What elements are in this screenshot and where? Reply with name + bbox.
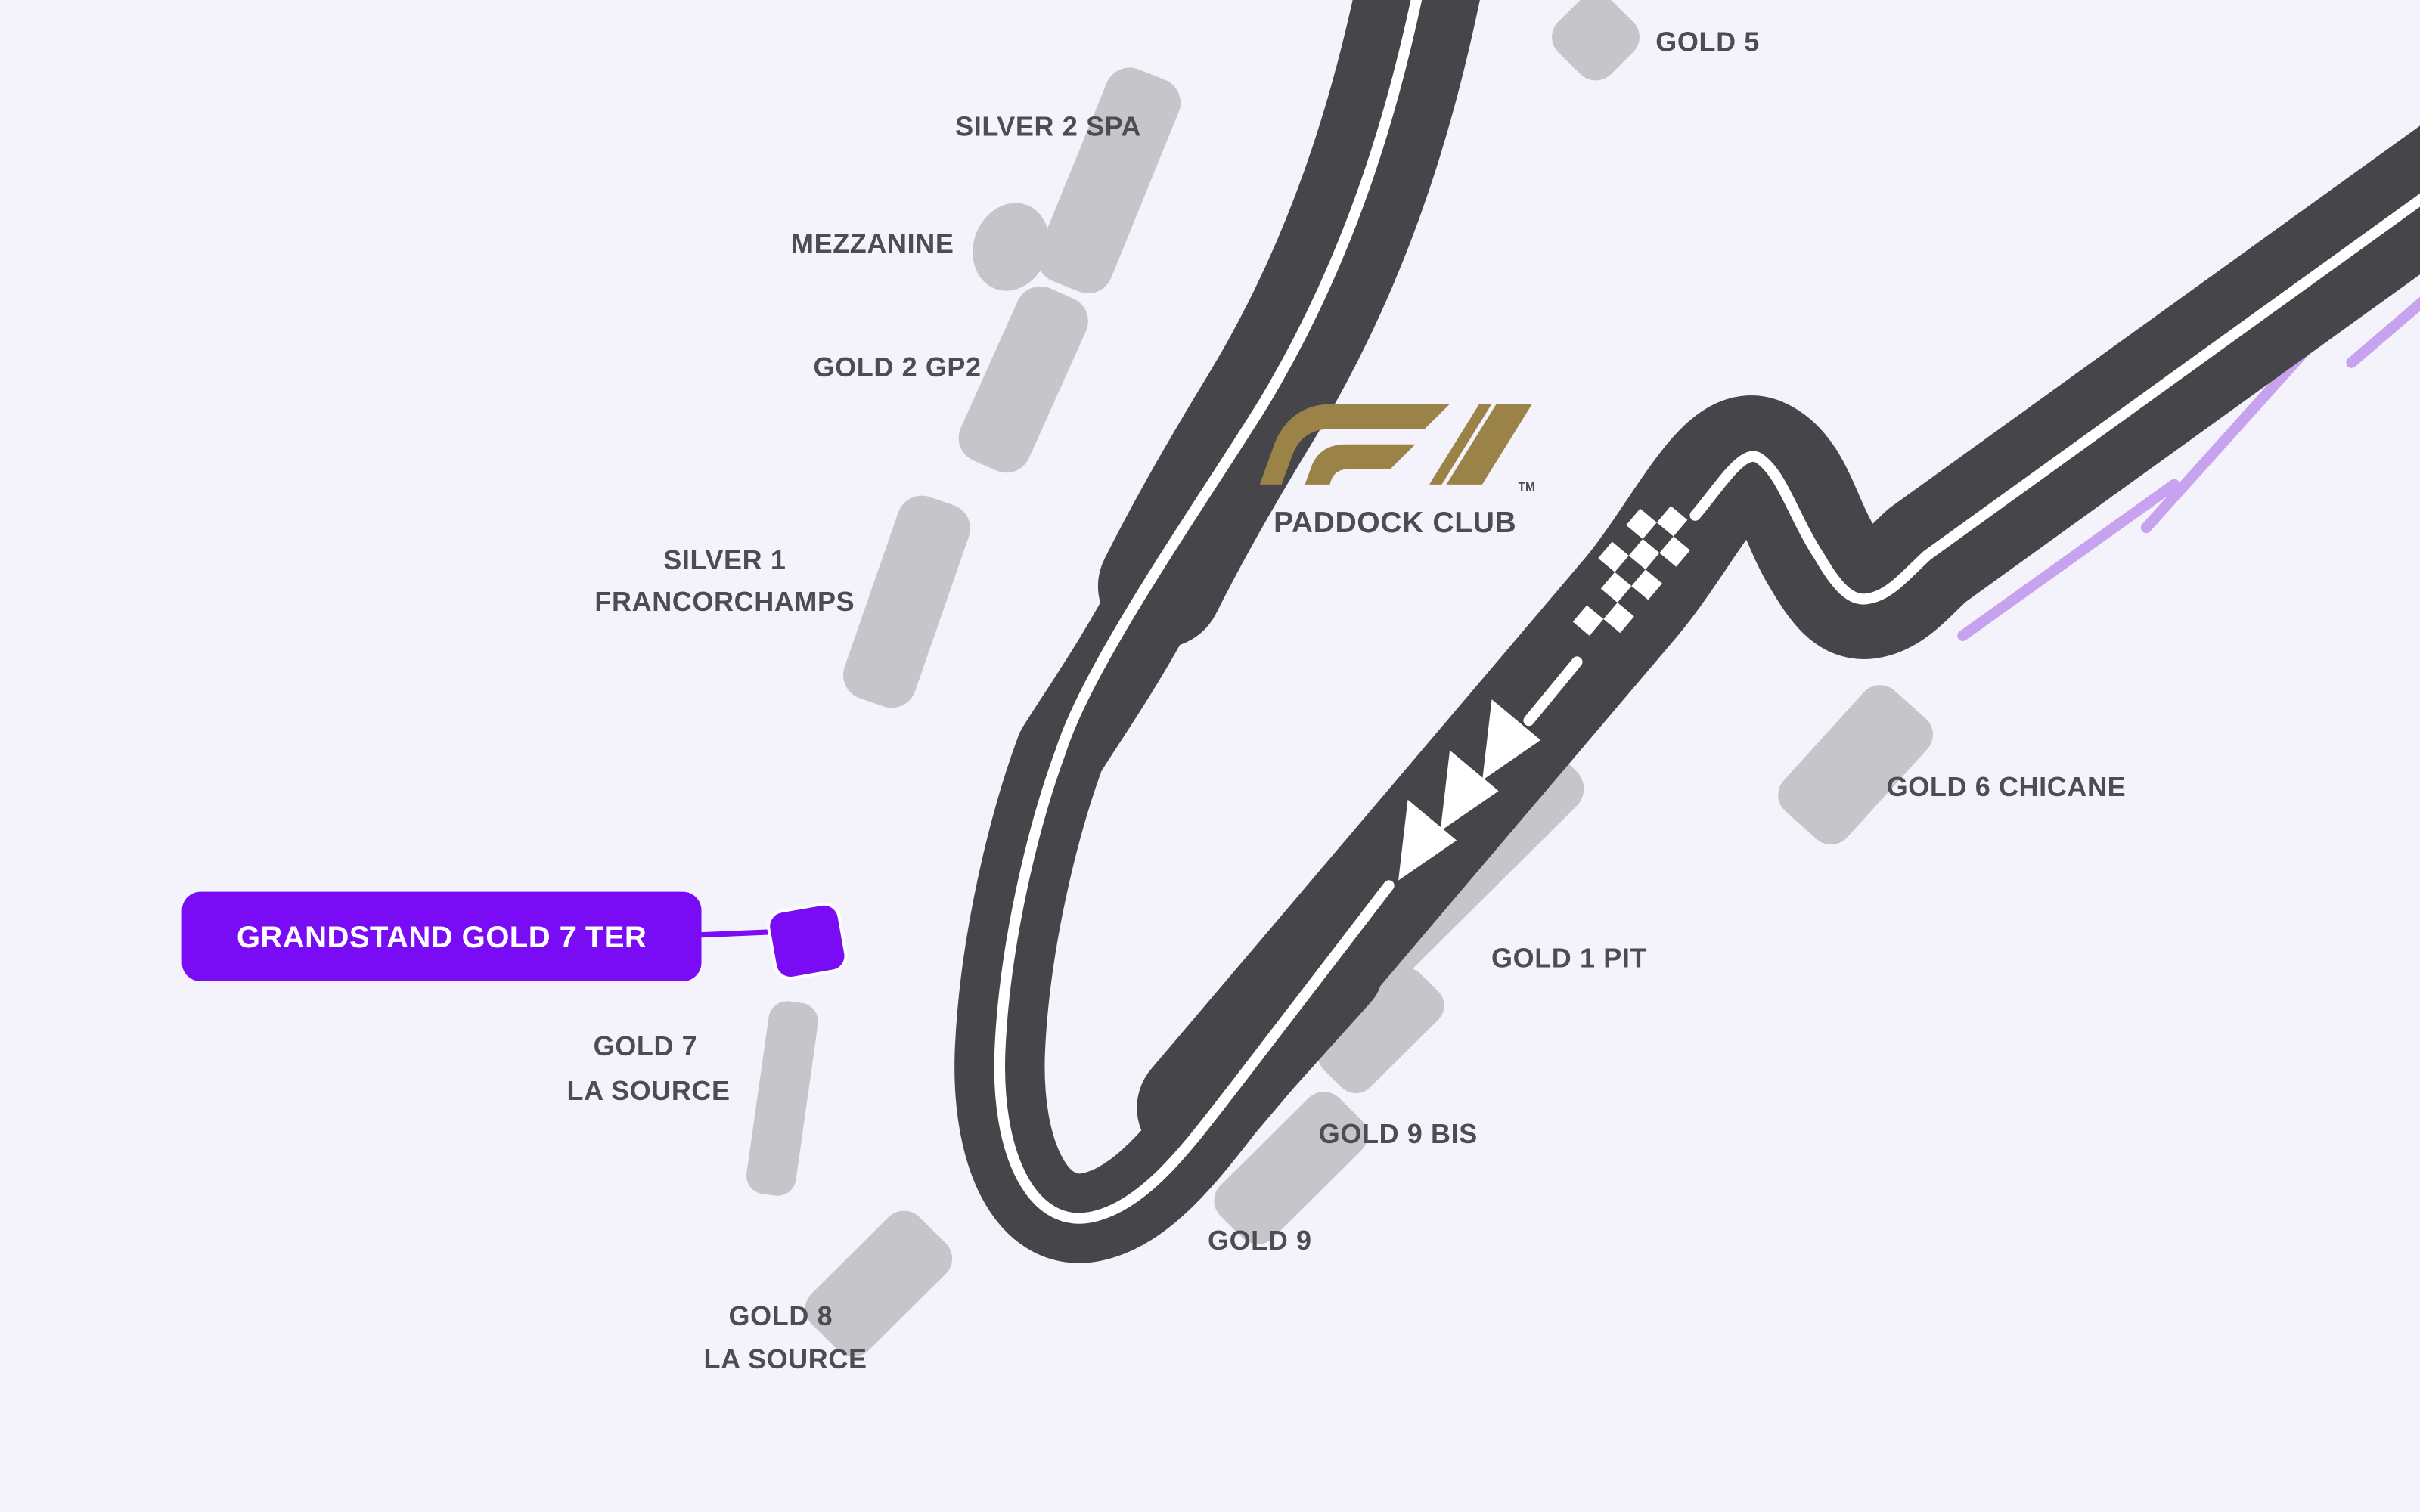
trademark-label: TM xyxy=(1519,481,1535,494)
checker-square xyxy=(1656,506,1688,537)
checker-square xyxy=(1600,572,1632,603)
label-gold-8-la-source: LA SOURCE xyxy=(703,1344,867,1374)
grandstand-gold-9-bis[interactable] xyxy=(1310,959,1453,1101)
label-silver-2-spa: SILVER 2 SPA xyxy=(955,112,1141,142)
grandstand-gold-7-la-source[interactable] xyxy=(744,999,821,1198)
kerb-stripe xyxy=(1957,479,2180,641)
chevron-arrow-icon xyxy=(1482,699,1541,780)
tooltip-bubble xyxy=(182,891,702,981)
f1-logo-mid-bar xyxy=(1305,444,1416,485)
label-mezzanine: MEZZANINE xyxy=(791,229,954,259)
chevron-arrow-icon xyxy=(1398,799,1457,881)
label-silver-1-francorchamps: FRANCORCHAMPS xyxy=(594,587,855,617)
track-center-line-chicane xyxy=(1689,193,2420,605)
label-gold-7-la-source: LA SOURCE xyxy=(567,1076,731,1106)
tooltip-leader-line xyxy=(701,929,775,938)
start-finish-checkered-line xyxy=(1572,506,1690,636)
label-gold-6-chicane: GOLD 6 CHICANE xyxy=(1887,772,2127,802)
label-gold-1-pit: GOLD 1 PIT xyxy=(1491,943,1647,974)
label-gold-8: GOLD 8 xyxy=(729,1301,833,1331)
f1-paddock-club-logo: TM PADDOCK CLUB xyxy=(1259,404,1535,539)
selection: GRANDSTAND GOLD 7 TER xyxy=(182,891,849,981)
grandstand-silver-1-francorchamps[interactable] xyxy=(836,489,977,714)
paddock-club-label: PADDOCK CLUB xyxy=(1274,507,1516,539)
grandstand-gold-6-chicane[interactable] xyxy=(1769,676,1942,853)
label-gold-7: GOLD 7 xyxy=(594,1031,698,1061)
label-silver-1: SILVER 1 xyxy=(663,545,786,575)
track-center-line xyxy=(994,0,1423,1224)
grandstand-silver-2-spa[interactable] xyxy=(1030,60,1188,301)
checker-square xyxy=(1598,541,1629,572)
checker-square xyxy=(1631,569,1662,600)
grandstand-gold-8-la-source[interactable] xyxy=(796,1202,961,1365)
label-gold-2-gp2: GOLD 2 GP2 xyxy=(814,352,982,383)
grandstand-gold-5[interactable] xyxy=(1543,0,1649,89)
label-gold-9-bis: GOLD 9 BIS xyxy=(1319,1119,1478,1149)
track xyxy=(954,0,2420,1263)
label-gold-5: GOLD 5 xyxy=(1655,26,1760,57)
checker-square xyxy=(1626,508,1657,540)
checker-square xyxy=(1572,605,1604,636)
f1-logo-icon xyxy=(1259,404,1532,485)
grandstand-gold-2-gp2[interactable] xyxy=(951,278,1096,480)
grandstand-gold-7-ter-selected[interactable] xyxy=(766,902,849,981)
track-center-line-dash xyxy=(1523,656,1583,727)
chevron-arrow-icon xyxy=(1440,750,1499,832)
f1-logo-thin-slash xyxy=(1429,404,1492,485)
tooltip: GRANDSTAND GOLD 7 TER xyxy=(182,891,702,981)
tooltip-text: GRANDSTAND GOLD 7 TER xyxy=(237,921,647,954)
kerb-stripe xyxy=(2346,296,2420,368)
checker-square xyxy=(1603,603,1634,634)
grandstand-gold-9[interactable] xyxy=(1205,1083,1377,1253)
f1-logo-one xyxy=(1446,404,1532,485)
f1-logo-top-bar xyxy=(1259,404,1450,485)
checker-square xyxy=(1628,539,1660,570)
checker-square xyxy=(1659,536,1690,567)
direction-chevrons xyxy=(1398,699,1541,881)
grandstand-mezzanine[interactable] xyxy=(960,192,1062,302)
label-gold-9: GOLD 9 xyxy=(1208,1225,1312,1256)
grandstand-labels: GOLD 5 SILVER 2 SPA MEZZANINE GOLD 2 GP2… xyxy=(567,26,2127,1374)
